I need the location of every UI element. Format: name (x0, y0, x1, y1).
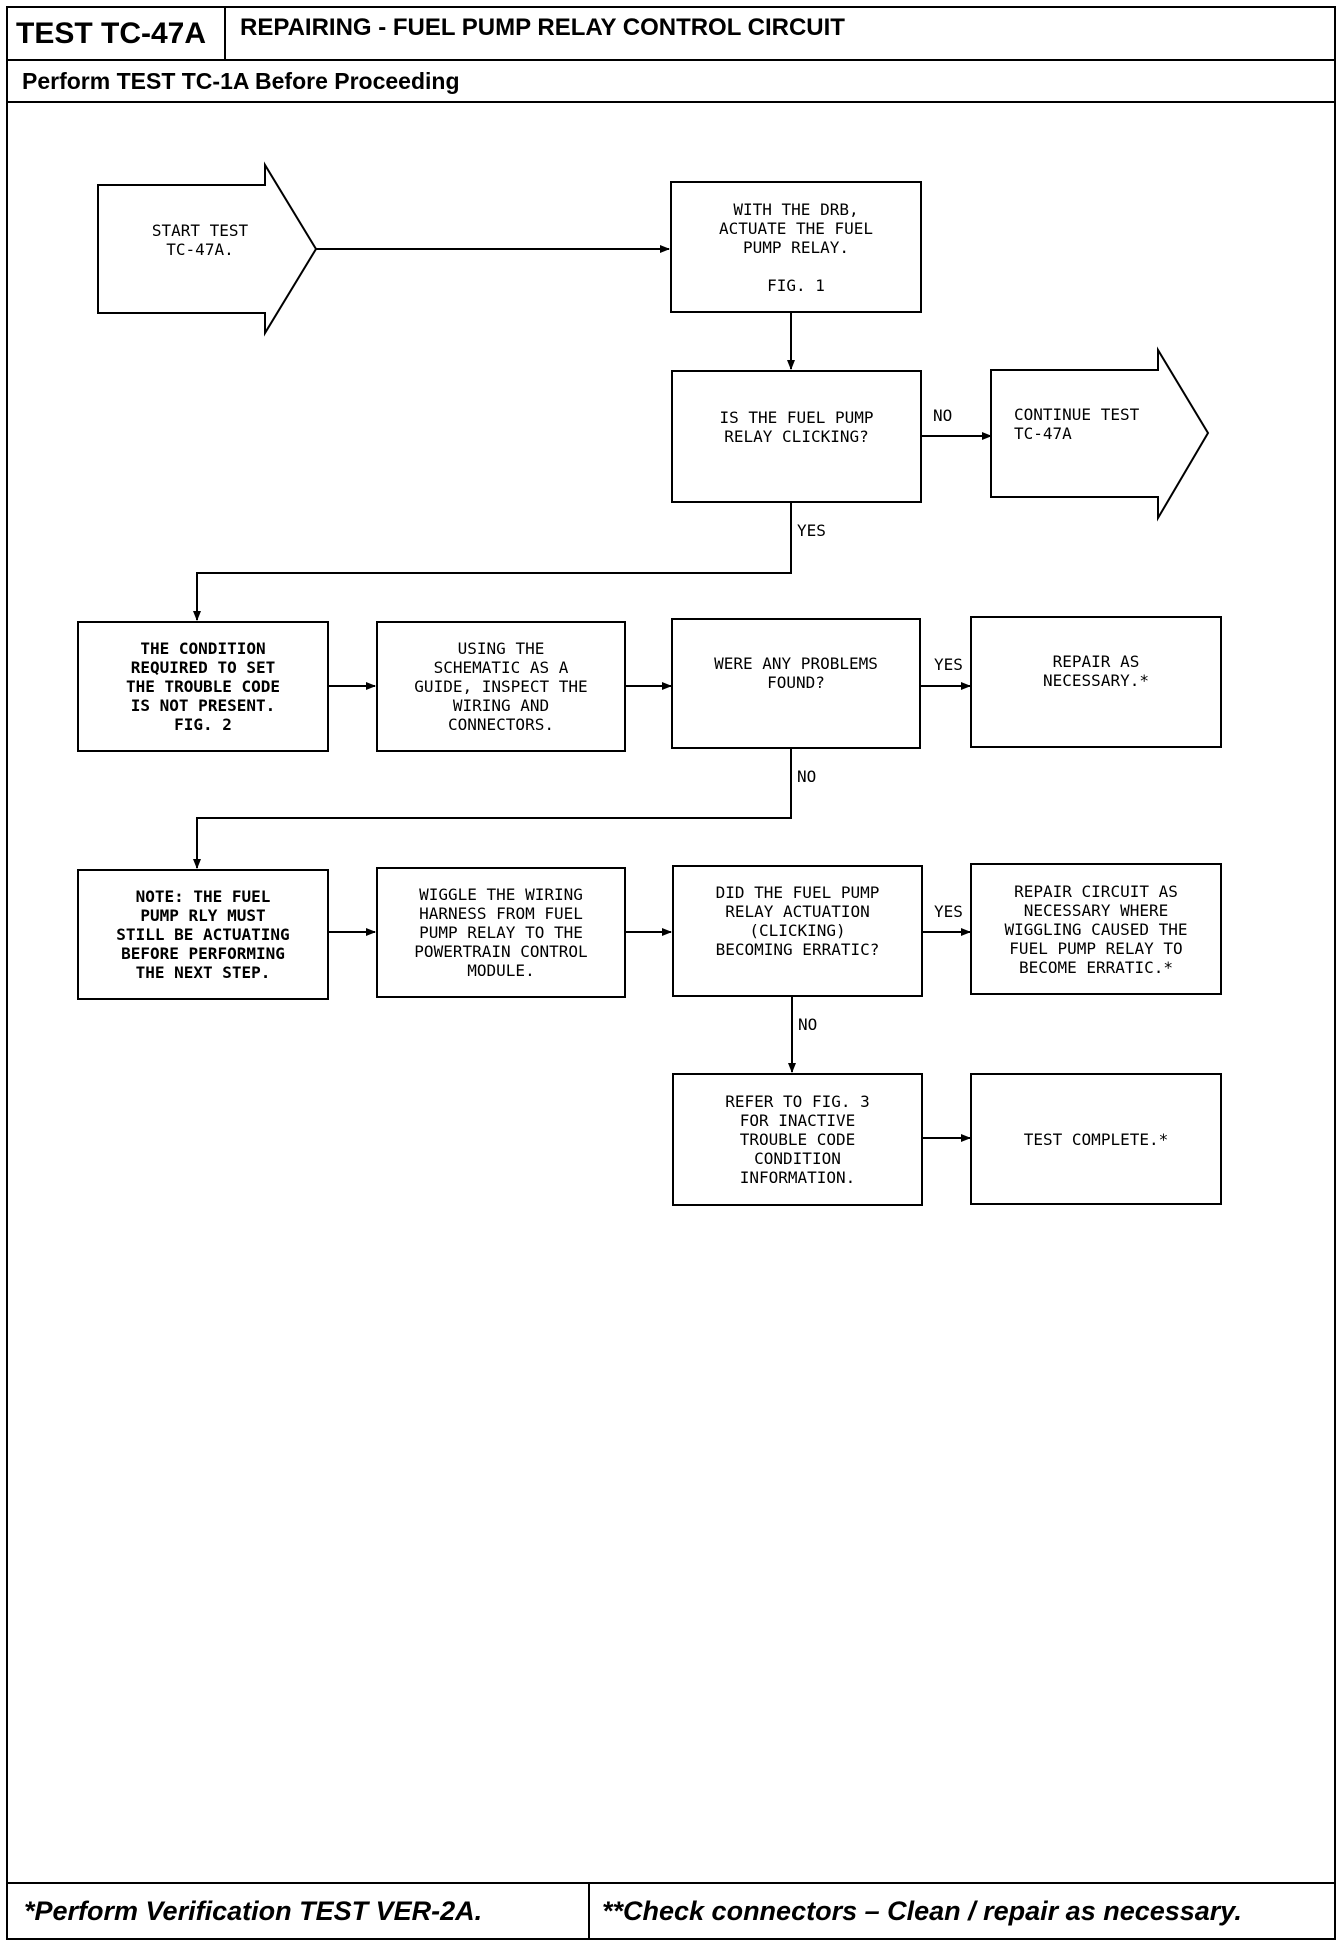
no-label-erratic: NO (798, 1015, 818, 1034)
continue-arrow-shape (990, 346, 1210, 522)
page-frame (6, 6, 1336, 1940)
prerequisite-note: Perform TEST TC-1A Before Proceeding (22, 68, 460, 94)
yes-label-erratic: YES (934, 902, 963, 921)
repair-circuit-box: REPAIR CIRCUIT AS NECESSARY WHERE WIGGLI… (970, 863, 1222, 995)
start-arrow-shape (97, 161, 318, 337)
header-row (6, 6, 1336, 61)
prerequisite-row (6, 61, 1336, 103)
footer-note-verification: *Perform Verification TEST VER-2A. (24, 1896, 483, 1926)
repair-as-necessary-box: REPAIR AS NECESSARY.* (970, 616, 1222, 748)
actuate-relay-box: WITH THE DRB, ACTUATE THE FUEL PUMP RELA… (670, 181, 922, 313)
no-label-problems: NO (797, 767, 817, 786)
yes-label-clicking: YES (797, 521, 826, 540)
condition-not-present-box: THE CONDITION REQUIRED TO SET THE TROUBL… (77, 621, 329, 752)
test-id: TEST TC-47A (6, 6, 226, 61)
test-complete-box: TEST COMPLETE.* (970, 1073, 1222, 1205)
footer-divider (588, 1882, 590, 1940)
problems-found-question: WERE ANY PROBLEMS FOUND? (671, 618, 921, 749)
note-relay-actuating-box: NOTE: THE FUEL PUMP RLY MUST STILL BE AC… (77, 869, 329, 1000)
relay-erratic-question: DID THE FUEL PUMP RELAY ACTUATION (CLICK… (672, 865, 923, 997)
footer-note-connectors: **Check connectors – Clean / repair as n… (602, 1896, 1242, 1926)
start-test-arrow: START TEST TC-47A. (151, 221, 249, 259)
wiggle-harness-box: WIGGLE THE WIRING HARNESS FROM FUEL PUMP… (376, 867, 626, 998)
refer-fig3-box: REFER TO FIG. 3 FOR INACTIVE TROUBLE COD… (672, 1073, 923, 1206)
continue-test-arrow: CONTINUE TEST TC-47A (1014, 405, 1140, 443)
no-label-clicking: NO (933, 406, 953, 425)
footer-row (6, 1882, 1336, 1940)
relay-clicking-question: IS THE FUEL PUMP RELAY CLICKING? (671, 370, 922, 503)
inspect-wiring-box: USING THE SCHEMATIC AS A GUIDE, INSPECT … (376, 621, 626, 752)
yes-label-problems: YES (934, 655, 963, 674)
test-title: REPAIRING - FUEL PUMP RELAY CONTROL CIRC… (240, 14, 845, 41)
